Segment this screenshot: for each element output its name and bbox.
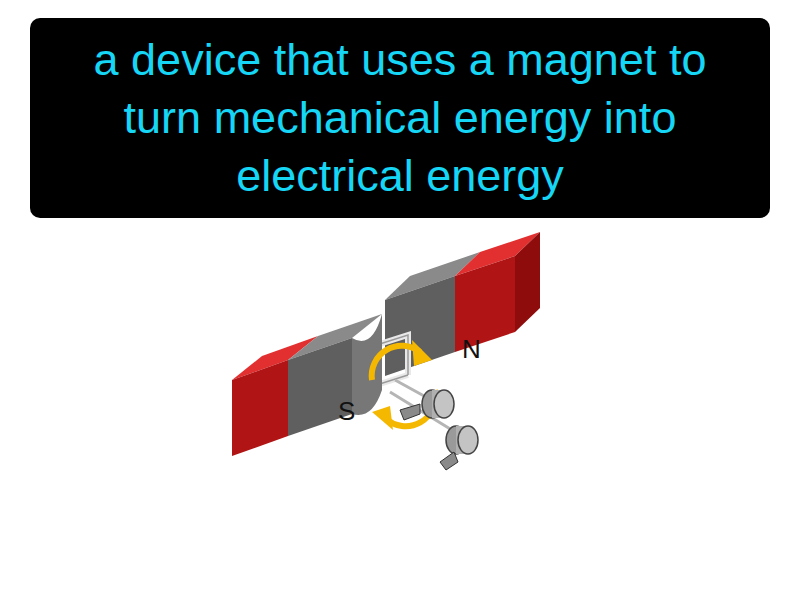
arrow-head bbox=[372, 406, 393, 430]
arrow-head bbox=[412, 340, 432, 366]
definition-text: a device that uses a magnet to turn mech… bbox=[60, 31, 740, 205]
rotation-arrow bbox=[372, 346, 420, 380]
brush bbox=[400, 404, 420, 420]
pole-label: S bbox=[338, 398, 355, 424]
slip-ring bbox=[458, 426, 478, 454]
definition-banner: a device that uses a magnet to turn mech… bbox=[30, 18, 770, 218]
slip-ring bbox=[434, 390, 454, 418]
magnet-face bbox=[232, 360, 288, 456]
pole-label: N bbox=[462, 336, 481, 362]
brush bbox=[440, 452, 458, 470]
pole-face bbox=[352, 314, 382, 415]
magnet-face bbox=[385, 276, 455, 376]
magnet-side bbox=[515, 232, 540, 332]
